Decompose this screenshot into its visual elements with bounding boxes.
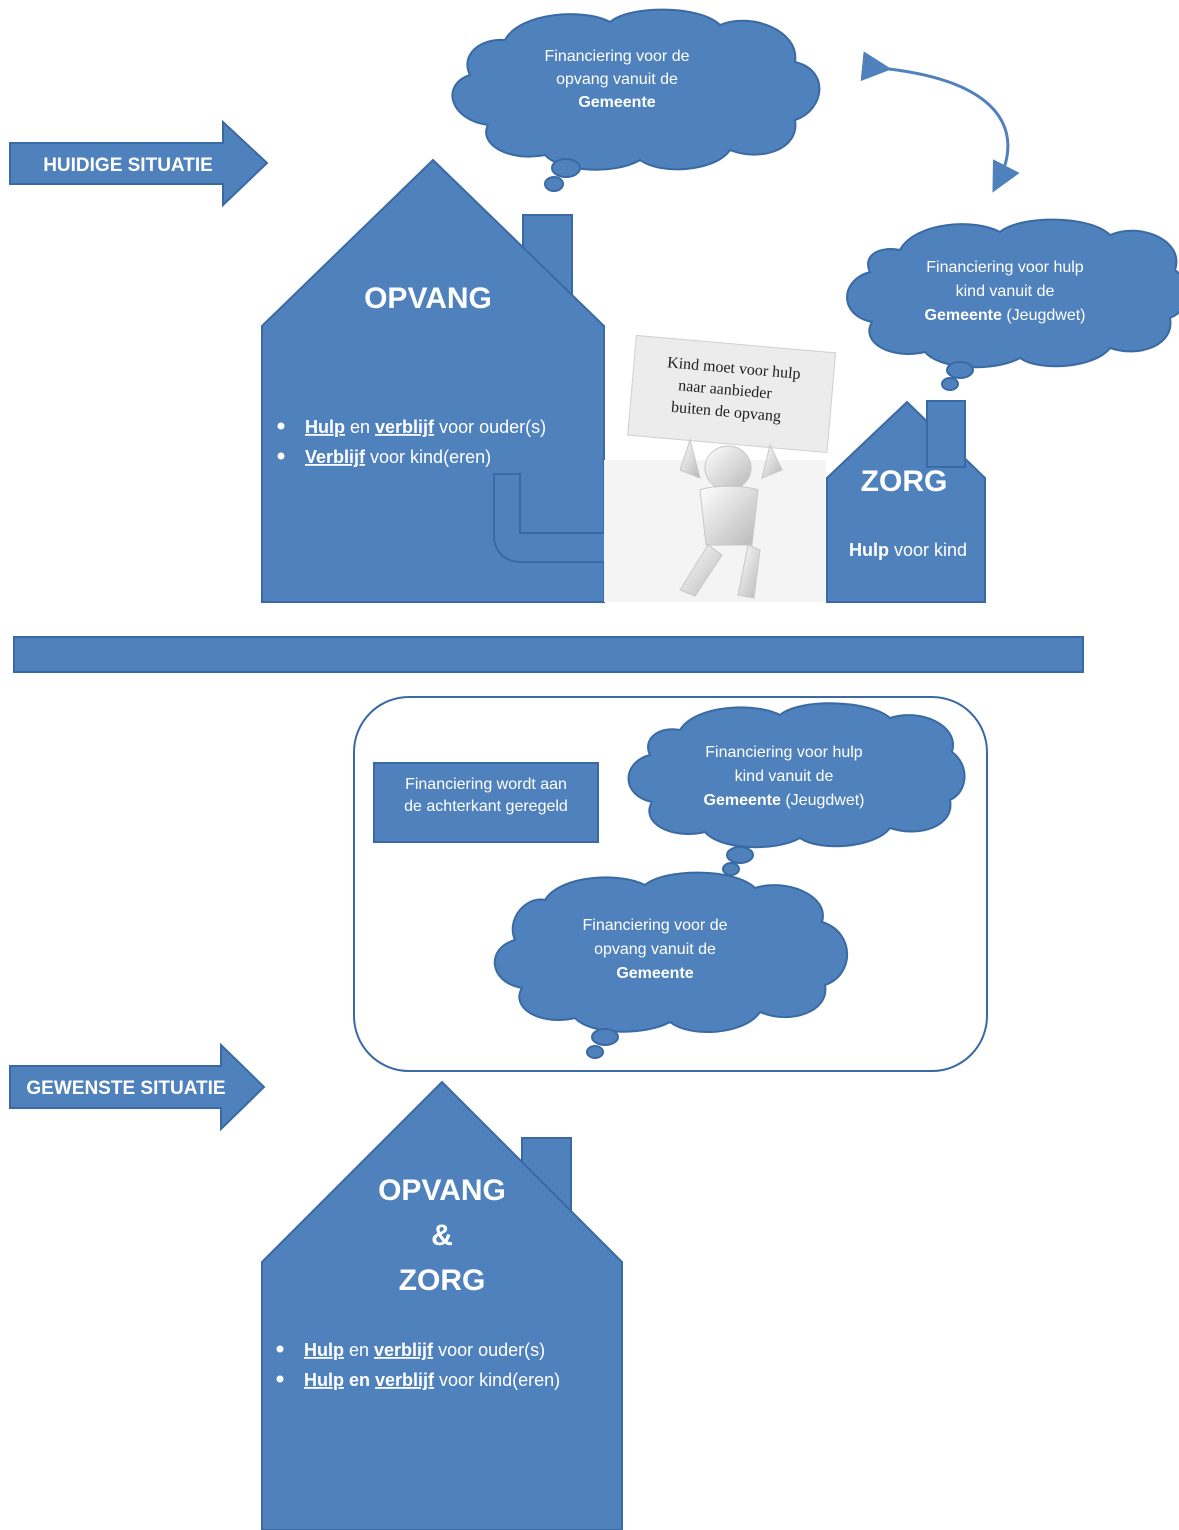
cloud-financiering-zorg-top: Financiering voor hulp kind vanuit de Ge… bbox=[846, 218, 1179, 391]
arrow-huidige-label: HUIDIGE SITUATIE bbox=[43, 155, 213, 176]
house-opvang-title: OPVANG bbox=[364, 282, 492, 315]
house-item-2: Hulp en verblijf voor kind(eren) bbox=[304, 1370, 560, 1390]
figure-body bbox=[699, 485, 759, 546]
bullet bbox=[276, 1375, 284, 1383]
cloud-line-3: Gemeente (Jeugdwet) bbox=[704, 792, 865, 809]
cloud-financiering-opvang-bottom: Financiering voor de opvang vanuit de Ge… bbox=[493, 871, 849, 1059]
house-zorg-help: Hulp voor kind bbox=[849, 540, 967, 560]
note-line-1: Financiering wordt aan bbox=[405, 776, 567, 793]
house-opvang-zorg: OPVANG & ZORG Hulp en verblijf voor oude… bbox=[261, 1080, 623, 1530]
sign-board bbox=[627, 334, 837, 454]
cloud-financiering-opvang-top: Financiering voor de opvang vanuit de Ge… bbox=[451, 8, 821, 192]
note-box bbox=[373, 762, 599, 843]
cloud-line-3: Gemeente (Jeugdwet) bbox=[925, 307, 1086, 324]
divider-bar bbox=[13, 636, 1084, 673]
cloud-line-3: Gemeente bbox=[578, 94, 655, 111]
cloud-line-2: kind vanuit de bbox=[735, 768, 834, 785]
chimney bbox=[926, 400, 966, 468]
figure-with-sign: Kind moet voor hulp naar aanbieder buite… bbox=[604, 334, 837, 602]
cloud-line-2: opvang vanuit de bbox=[594, 941, 716, 958]
arrow-huidige-situatie: HUIDIGE SITUATIE bbox=[9, 119, 269, 208]
cloud-line-1: Financiering voor de bbox=[583, 917, 728, 934]
cloud-line-1: Financiering voor hulp bbox=[705, 744, 863, 761]
house-title-line-2: & bbox=[431, 1219, 453, 1252]
house-item-1: Hulp en verblijf voor ouder(s) bbox=[304, 1340, 545, 1360]
bullet bbox=[277, 422, 285, 430]
house-zorg: ZORG Hulp voor kind bbox=[826, 400, 986, 603]
cloud-line-2: opvang vanuit de bbox=[556, 71, 678, 88]
arrow-gewenste-situatie: GEWENSTE SITUATIE bbox=[9, 1042, 266, 1132]
cloud-line-1: Financiering voor hulp bbox=[926, 259, 1084, 276]
cloud-line-3: Gemeente bbox=[616, 965, 693, 982]
bullet bbox=[276, 1345, 284, 1353]
arrow-gewenste-label: GEWENSTE SITUATIE bbox=[26, 1078, 225, 1099]
bullet bbox=[277, 452, 285, 460]
house-opvang-item-2: Verblijf voor kind(eren) bbox=[305, 447, 491, 467]
figure-head bbox=[704, 445, 752, 491]
note-financiering-achterkant: Financiering wordt aan de achterkant ger… bbox=[373, 762, 599, 843]
cloud-line-2: kind vanuit de bbox=[956, 283, 1055, 300]
cloud-line-1: Financiering voor de bbox=[545, 48, 690, 65]
house-title-line-1: OPVANG bbox=[378, 1174, 506, 1207]
house-zorg-title: ZORG bbox=[861, 465, 948, 498]
note-line-2: de achterkant geregeld bbox=[404, 798, 568, 815]
house-opvang-item-1: Hulp en verblijf voor ouder(s) bbox=[305, 417, 546, 437]
cloud-financiering-zorg-bottom: Financiering voor hulp kind vanuit de Ge… bbox=[627, 702, 966, 876]
house-title-line-3: ZORG bbox=[399, 1264, 486, 1297]
curved-double-arrow bbox=[860, 51, 1020, 193]
